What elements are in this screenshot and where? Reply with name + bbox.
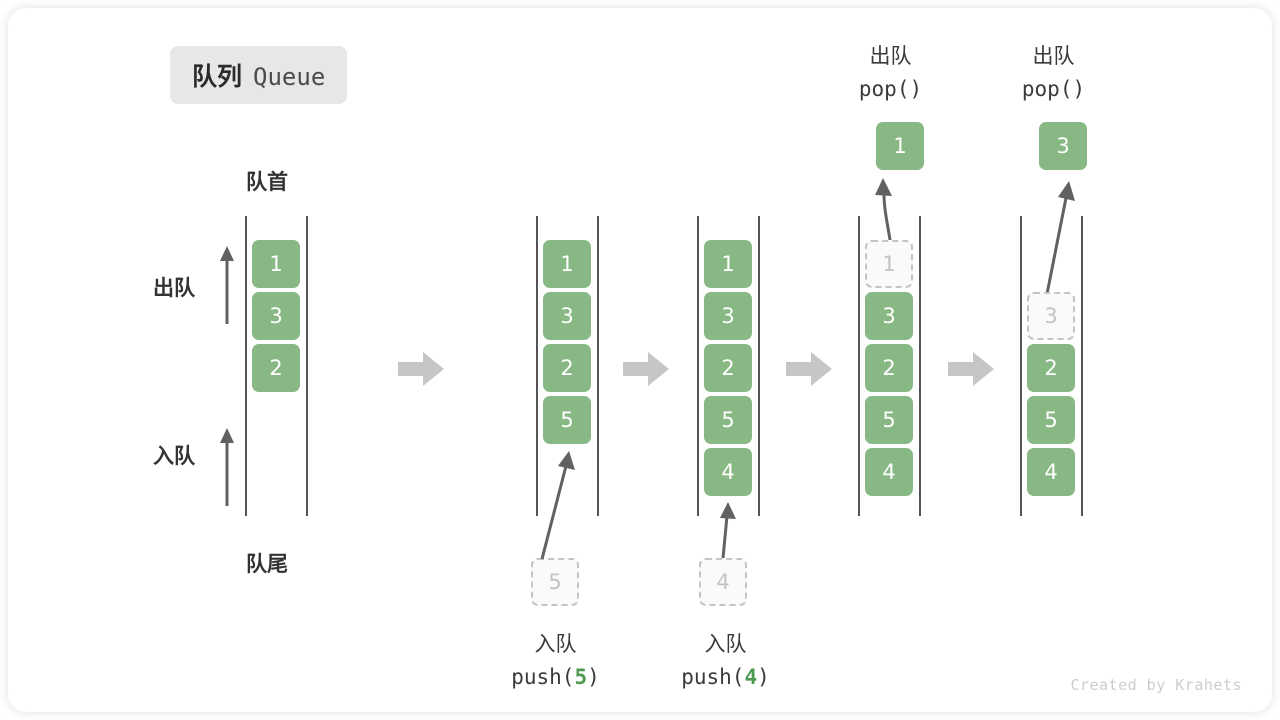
- stage-2-boxes: 1 3 2 5: [543, 240, 591, 444]
- queue-rear-label: 队尾: [246, 552, 288, 576]
- queue-box: 1: [543, 240, 591, 288]
- popped-ghost-box: 1: [865, 240, 913, 288]
- transition-arrow-icon: [786, 352, 832, 386]
- dequeue-direction-label: 出队: [153, 276, 195, 300]
- enqueue-arrow-icon: [220, 428, 234, 506]
- stage-1-rail-left: [245, 216, 247, 516]
- push-4-label-cn: 入队: [704, 632, 747, 656]
- stage-3-boxes: 1 3 2 5 4: [704, 240, 752, 496]
- popped-box: 1: [876, 122, 924, 170]
- transition-arrow-icon: [948, 352, 994, 386]
- queue-box: 2: [865, 344, 913, 392]
- queue-box: 1: [704, 240, 752, 288]
- queue-box: 2: [1027, 344, 1075, 392]
- push-5-label-cn: 入队: [534, 632, 577, 656]
- queue-box: 2: [252, 344, 300, 392]
- push-5-label: 入队 push(5): [493, 628, 618, 693]
- popped-box: 3: [1039, 122, 1087, 170]
- stage-4-rail-left: [858, 216, 860, 516]
- push-arrow-icon: [720, 502, 736, 559]
- stage-5-rail-right: [1081, 216, 1083, 516]
- push-5-label-code: push(5): [511, 664, 600, 689]
- queue-box: 3: [865, 292, 913, 340]
- queue-box: 3: [252, 292, 300, 340]
- stage-5-rail-left: [1020, 216, 1022, 516]
- pop-2-label-cn: 出队: [1032, 44, 1075, 68]
- dequeue-arrow-icon: [220, 246, 234, 324]
- stage-4-boxes: 1 3 2 5 4: [865, 240, 913, 496]
- stage-3-rail-right: [758, 216, 760, 516]
- push-arrow-icon: [540, 451, 575, 560]
- pop-1-label: 出队 pop(): [838, 40, 943, 105]
- title-cn: 队列: [192, 62, 243, 91]
- title-en: Queue: [253, 63, 326, 91]
- stage-2-rail-left: [536, 216, 538, 516]
- stage-2-rail-right: [597, 216, 599, 516]
- pop-2-label: 出队 pop(): [1001, 40, 1106, 105]
- title-badge: 队列 Queue: [170, 46, 348, 104]
- queue-box: 3: [704, 292, 752, 340]
- popped-ghost-box: 3: [1027, 292, 1075, 340]
- diagram-card: 队列 Queue 队首 队尾 出队 入队 1 3 2 1 3 2 5: [8, 8, 1272, 712]
- push-4-label-code: push(4): [681, 664, 770, 689]
- transition-arrow-icon: [623, 352, 669, 386]
- transition-arrow-icon: [398, 352, 444, 386]
- enqueue-direction-label: 入队: [153, 444, 195, 468]
- stage-1-rail-right: [306, 216, 308, 516]
- incoming-ghost-box: 5: [531, 558, 579, 606]
- queue-box: 4: [1027, 448, 1075, 496]
- pop-arrow-icon: [1044, 181, 1075, 300]
- queue-box: 5: [865, 396, 913, 444]
- queue-box: 1: [252, 240, 300, 288]
- push-4-label: 入队 push(4): [663, 628, 788, 693]
- queue-box: 2: [543, 344, 591, 392]
- pop-2-label-code: pop(): [1021, 76, 1086, 101]
- queue-box: 4: [865, 448, 913, 496]
- incoming-ghost-box: 4: [699, 558, 747, 606]
- stage-1-boxes: 1 3 2: [252, 240, 300, 392]
- queue-box: 5: [704, 396, 752, 444]
- stage-3-rail-left: [697, 216, 699, 516]
- pop-1-label-cn: 出队: [869, 44, 912, 68]
- pop-arrow-icon: [875, 178, 893, 247]
- stage-5-boxes: 3 2 5 4: [1027, 292, 1075, 496]
- queue-box: 3: [543, 292, 591, 340]
- queue-front-label: 队首: [246, 170, 288, 194]
- queue-box-incoming: 5: [543, 396, 591, 444]
- queue-box: 5: [1027, 396, 1075, 444]
- stage-4-rail-right: [919, 216, 921, 516]
- queue-box-incoming: 4: [704, 448, 752, 496]
- pop-1-label-code: pop(): [858, 76, 923, 101]
- queue-box: 2: [704, 344, 752, 392]
- credit-text: Created by Krahets: [1070, 676, 1242, 694]
